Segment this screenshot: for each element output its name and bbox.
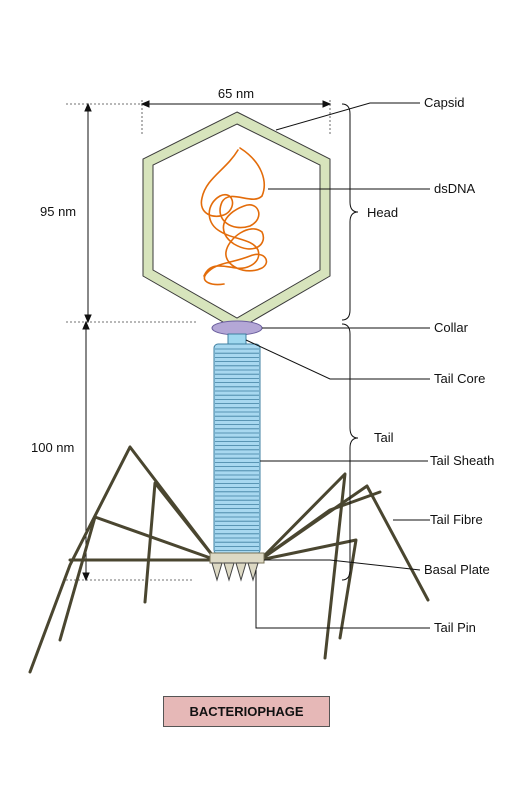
tail-pin-1 bbox=[211, 562, 223, 582]
tail-brace bbox=[341, 323, 359, 581]
dsdna-label: dsDNA bbox=[434, 181, 476, 196]
dimension-arrows bbox=[82, 100, 332, 582]
tail-height-label: 100 nm bbox=[31, 440, 74, 455]
capsid-inner bbox=[152, 123, 321, 319]
tail-fibre-left-3 bbox=[143, 481, 218, 604]
tail-fibre-label: Tail Fibre bbox=[430, 512, 483, 527]
tail-sheath-rings bbox=[215, 348, 259, 551]
basal-plate bbox=[209, 552, 265, 564]
tail-fibres bbox=[28, 445, 430, 674]
tail-label: Tail bbox=[374, 430, 394, 445]
basal-plate-leader bbox=[264, 559, 421, 571]
tail-pin-leader bbox=[255, 570, 430, 629]
tail-fibre-right-4 bbox=[258, 490, 382, 562]
diagram-title: BACTERIOPHAGE bbox=[163, 696, 330, 727]
tail-pin-3 bbox=[235, 562, 247, 582]
dsdna-strand bbox=[200, 147, 268, 286]
basal-plate-label: Basal Plate bbox=[424, 562, 490, 577]
head-height-label: 95 nm bbox=[40, 204, 76, 219]
width-arrowhead-right bbox=[322, 100, 332, 108]
tail-arrowhead-top bbox=[82, 320, 90, 330]
head-brace bbox=[341, 103, 359, 321]
capsid-label: Capsid bbox=[424, 95, 464, 110]
head-arrowhead-top bbox=[84, 102, 92, 112]
collar bbox=[211, 320, 263, 336]
tail-fibre-right-3 bbox=[258, 538, 358, 640]
head-label: Head bbox=[367, 205, 398, 220]
tail-sheath bbox=[213, 343, 261, 555]
tail-core-leader bbox=[245, 339, 430, 380]
tail-pin-2 bbox=[223, 562, 235, 582]
capsid-leader bbox=[275, 102, 420, 131]
capsid bbox=[142, 111, 331, 331]
tail-sheath-label: Tail Sheath bbox=[430, 453, 494, 468]
width-label: 65 nm bbox=[218, 86, 254, 101]
tail-fibre-left-2 bbox=[58, 515, 218, 642]
tail-pins bbox=[211, 562, 259, 582]
tail-fibre-right-1 bbox=[258, 472, 347, 660]
leader-lines bbox=[245, 102, 430, 629]
braces bbox=[341, 103, 359, 581]
tail-core-label: Tail Core bbox=[434, 371, 485, 386]
tail-arrowhead-bottom bbox=[82, 572, 90, 582]
width-arrowhead-left bbox=[140, 100, 150, 108]
collar-label: Collar bbox=[434, 320, 469, 335]
head-arrowhead-bottom bbox=[84, 314, 92, 324]
tail-sheath-body bbox=[213, 343, 261, 555]
tail-pin-label: Tail Pin bbox=[434, 620, 476, 635]
